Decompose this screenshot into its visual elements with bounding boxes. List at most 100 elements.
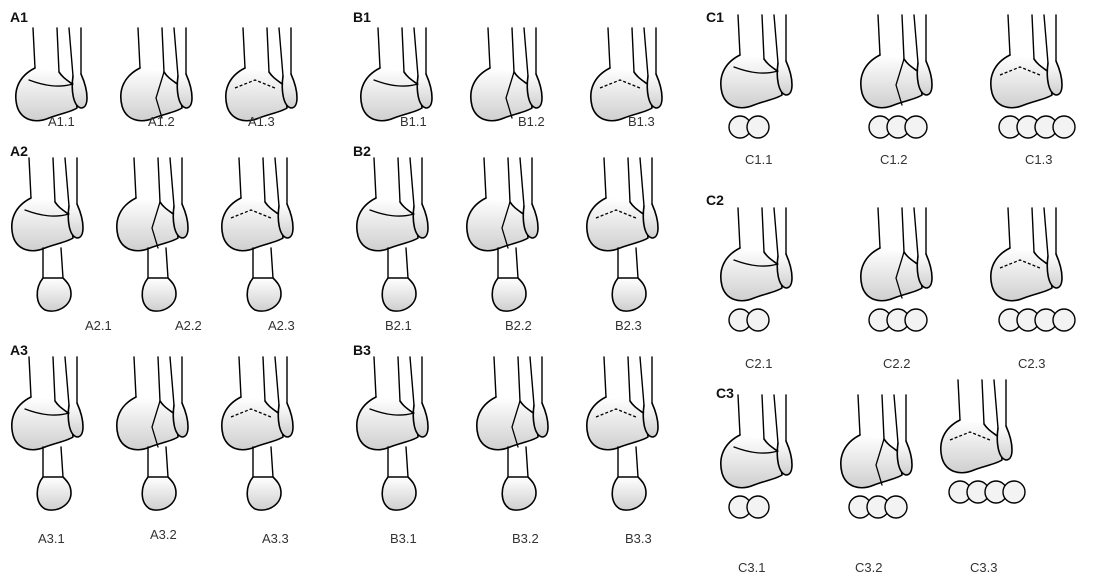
fibula-shaft-line bbox=[774, 15, 778, 63]
tibia-distal bbox=[117, 198, 178, 251]
fibula-distal bbox=[917, 254, 932, 288]
tibia-shaft-line bbox=[402, 28, 404, 72]
tibia-distal bbox=[16, 68, 77, 121]
tibia-shaft-line bbox=[494, 357, 496, 397]
fibula-shaft-line bbox=[275, 158, 279, 206]
group-b1: B1B1.1B1.2B1.3 bbox=[353, 9, 662, 129]
tibia-shaft-line bbox=[484, 158, 486, 198]
subtype-figure-A1-1 bbox=[16, 28, 87, 121]
subtype-label: A2.2 bbox=[175, 318, 202, 333]
tibia-shaft-line bbox=[902, 208, 904, 252]
tibia-shaft-line bbox=[158, 158, 160, 202]
tibia-lateral-distal bbox=[37, 278, 71, 311]
tibia-lateral-line bbox=[636, 248, 638, 278]
articular-fragment bbox=[747, 116, 769, 138]
subtype-label: B3.3 bbox=[625, 531, 652, 546]
subtype-figure-C3-2 bbox=[841, 395, 912, 518]
subtype-figure-B1-1 bbox=[361, 28, 432, 121]
subtype-figure-B2-2 bbox=[467, 158, 538, 311]
fibula-shaft-line bbox=[279, 28, 283, 76]
subtype-label: A3.2 bbox=[150, 527, 177, 542]
fibula-shaft-line bbox=[914, 15, 918, 63]
group-a2: A2A2.1A2.2A2.3 bbox=[10, 143, 295, 333]
fibula-distal bbox=[777, 441, 792, 475]
group-heading: C3 bbox=[716, 385, 734, 401]
tibia-shaft-line bbox=[138, 28, 140, 68]
articular-fragment bbox=[905, 309, 927, 331]
fibula-distal bbox=[1047, 254, 1062, 288]
fibula-distal bbox=[68, 403, 83, 437]
fibula-distal bbox=[282, 74, 297, 108]
subtype-figure-A3-2 bbox=[117, 357, 188, 510]
tibia-shaft-line bbox=[53, 158, 55, 202]
fibula-shaft-line bbox=[65, 158, 69, 206]
tibia-shaft-line bbox=[134, 158, 136, 198]
tibia-shaft-line bbox=[958, 380, 960, 420]
fibula-shaft-line bbox=[170, 158, 174, 206]
tibia-distal bbox=[861, 248, 922, 301]
tibia-lateral-distal bbox=[142, 278, 176, 311]
tibia-lateral-distal bbox=[612, 477, 646, 510]
articular-fragment bbox=[747, 496, 769, 518]
fibula-shaft-line bbox=[275, 357, 279, 405]
tibia-lateral-distal bbox=[612, 278, 646, 311]
tibia-distal bbox=[477, 397, 538, 450]
fibula-shaft-line bbox=[69, 28, 73, 76]
tibia-distal bbox=[117, 397, 178, 450]
subtype-figure-C2-2 bbox=[861, 208, 932, 331]
tibia-shaft-line bbox=[608, 28, 610, 68]
tibia-lateral-line bbox=[166, 248, 168, 278]
fibula-shaft-line bbox=[644, 28, 648, 76]
subtype-figure-C3-1 bbox=[721, 395, 792, 518]
subtype-label: B3.2 bbox=[512, 531, 539, 546]
tibia-lateral-line bbox=[271, 447, 273, 477]
subtype-figure-C1-2 bbox=[861, 15, 932, 138]
subtype-label: A3.1 bbox=[38, 531, 65, 546]
subtype-figure-B3-2 bbox=[477, 357, 548, 510]
subtype-figure-C1-1 bbox=[721, 15, 792, 138]
tibia-shaft-line bbox=[374, 357, 376, 397]
subtype-label: C1.1 bbox=[745, 152, 772, 167]
subtype-figure-A2-2 bbox=[117, 158, 188, 311]
subtype-label: B1.3 bbox=[628, 114, 655, 129]
tibia-lateral-line bbox=[516, 248, 518, 278]
tibia-distal bbox=[721, 55, 782, 108]
subtype-figure-B3-3 bbox=[587, 357, 658, 510]
fibula-shaft-line bbox=[894, 395, 898, 443]
tibia-distal bbox=[861, 55, 922, 108]
tibia-lateral-line bbox=[166, 447, 168, 477]
tibia-lateral-distal bbox=[382, 477, 416, 510]
tibia-shaft-line bbox=[858, 395, 860, 435]
tibia-shaft-line bbox=[267, 28, 269, 72]
group-b3: B3B3.1B3.2B3.3 bbox=[353, 342, 658, 546]
subtype-label: A2.3 bbox=[268, 318, 295, 333]
group-a1: A1A1.1A1.2A1.3 bbox=[10, 9, 297, 129]
tibia-shaft-line bbox=[57, 28, 59, 72]
fibula-shaft-line bbox=[174, 28, 178, 76]
tibia-lateral-distal bbox=[502, 477, 536, 510]
tibia-lateral-distal bbox=[382, 278, 416, 311]
group-c2: C2C2.1C2.2C2.3 bbox=[706, 192, 1075, 371]
tibia-shaft-line bbox=[882, 395, 884, 439]
group-heading: B2 bbox=[353, 143, 371, 159]
fibula-distal bbox=[777, 61, 792, 95]
fibula-shaft-line bbox=[410, 158, 414, 206]
articular-fragment bbox=[747, 309, 769, 331]
tibia-lateral-distal bbox=[37, 477, 71, 510]
tibia-distal bbox=[587, 397, 648, 450]
fibula-distal bbox=[177, 74, 192, 108]
tibia-distal bbox=[226, 68, 287, 121]
tibia-distal bbox=[222, 198, 283, 251]
tibia-distal bbox=[841, 435, 902, 488]
tibia-shaft-line bbox=[628, 158, 630, 202]
fibula-distal bbox=[777, 254, 792, 288]
subtype-label: B1.1 bbox=[400, 114, 427, 129]
tibia-distal bbox=[721, 248, 782, 301]
group-heading: B1 bbox=[353, 9, 371, 25]
tibia-lateral-line bbox=[406, 248, 408, 278]
subtype-label: C3.3 bbox=[970, 560, 997, 575]
fibula-shaft-line bbox=[520, 158, 524, 206]
